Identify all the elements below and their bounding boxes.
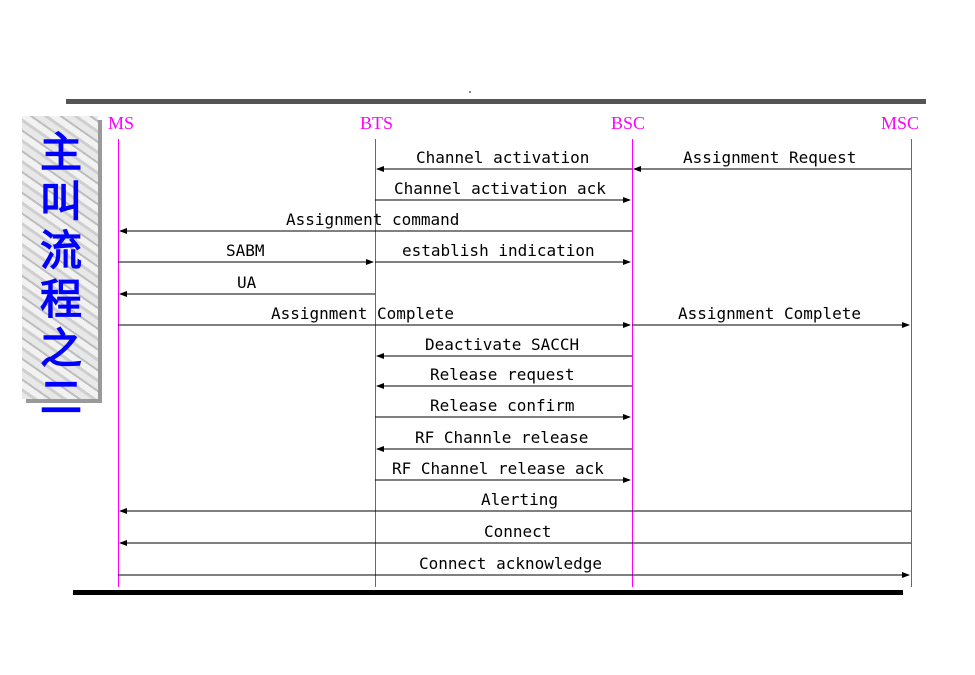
lifeline-ms — [118, 139, 119, 587]
entity-ms: MS — [108, 113, 135, 133]
message-label: RF Channle release — [415, 428, 589, 447]
message-label: Assignment Request — [683, 148, 857, 167]
lifeline-bsc — [632, 139, 633, 587]
message-label: Release confirm — [430, 396, 575, 415]
top-rule — [66, 99, 926, 104]
message-label: Connect acknowledge — [419, 554, 603, 573]
message-label: Alerting — [481, 490, 559, 509]
message-label: UA — [237, 273, 257, 292]
message-label: Assignment command — [286, 210, 460, 229]
bottom-rule — [73, 590, 903, 595]
message-label: Connect — [484, 522, 552, 541]
slide-title: 主叫流程之二 — [39, 128, 82, 422]
message-label: Release request — [430, 365, 575, 384]
message-label: RF Channel release ack — [392, 459, 604, 478]
message-label: Assignment Complete — [678, 304, 862, 323]
message-label: establish indication — [402, 241, 595, 260]
message-label: SABM — [226, 241, 265, 260]
title-panel — [22, 116, 98, 399]
lifeline-msc — [911, 139, 912, 587]
message-label: Channel activation ack — [394, 179, 606, 198]
message-label: Deactivate SACCH — [425, 335, 580, 354]
entity-bts: BTS — [360, 113, 394, 133]
decor-dot — [469, 91, 471, 93]
message-label: Channel activation — [416, 148, 590, 167]
lifeline-bts — [375, 139, 376, 587]
message-label: Assignment Complete — [271, 304, 455, 323]
entity-msc: MSC — [881, 113, 920, 133]
entity-bsc: BSC — [611, 113, 646, 133]
